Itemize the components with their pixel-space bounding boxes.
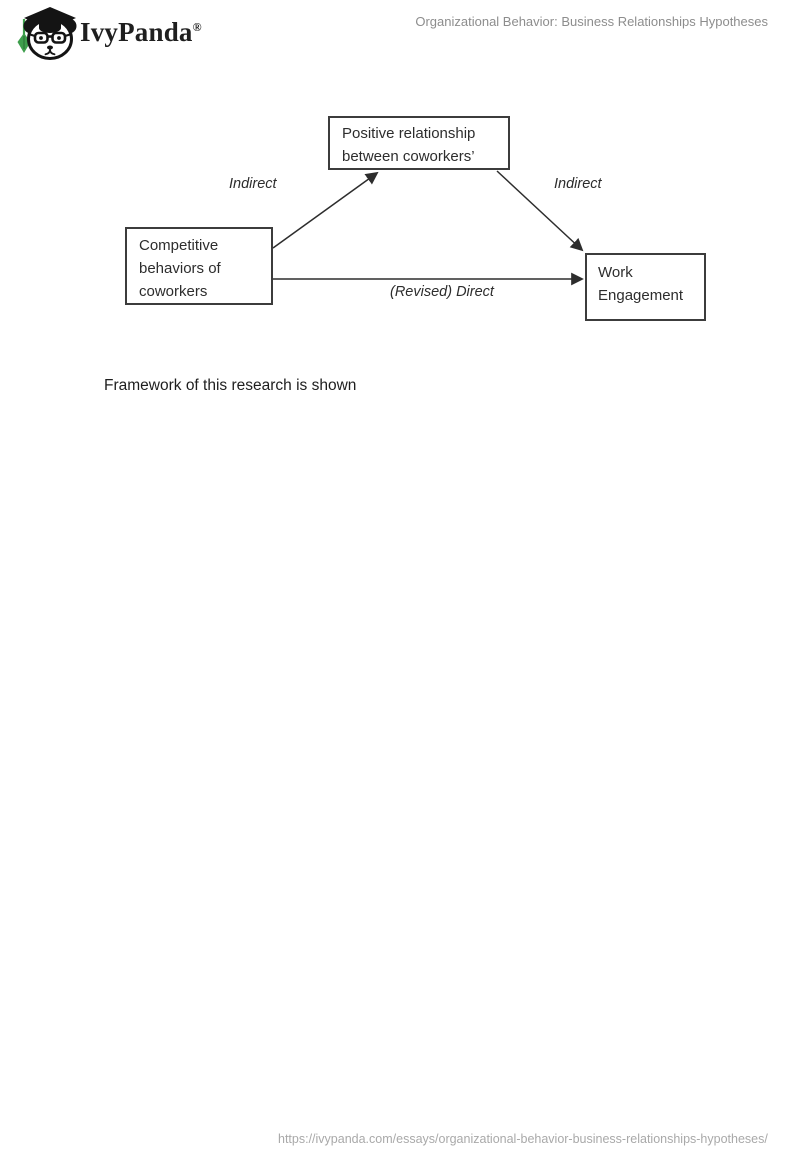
header: IvyPanda® Organizational Behavior: Busin… [0, 0, 800, 64]
antecedent-box: Competitive behaviors of coworkers [125, 227, 273, 305]
indirect-arrow-left [272, 171, 379, 249]
indirect-arrow-right [496, 170, 584, 252]
figure-caption: Framework of this research is shown [104, 377, 357, 394]
indirect-label-left: Indirect [229, 176, 277, 192]
revised-direct-label: (Revised) Direct [390, 284, 494, 300]
mediator-box: Positive relationship between coworkers’ [328, 116, 510, 170]
footer-source-url[interactable]: https://ivypanda.com/essays/organization… [278, 1132, 768, 1146]
brand-text: IvyPanda [80, 17, 193, 47]
document-title: Organizational Behavior: Business Relati… [415, 14, 768, 29]
framework-diagram: Positive relationship between coworkers’… [0, 100, 800, 350]
diagram-arrows [272, 170, 584, 286]
brand-name[interactable]: IvyPanda® [80, 17, 202, 48]
outcome-box: Work Engagement [585, 253, 706, 321]
ivypanda-logo[interactable] [13, 3, 77, 61]
indirect-label-right: Indirect [554, 176, 602, 192]
registered-mark: ® [192, 20, 202, 34]
panda-graduate-icon [17, 7, 77, 60]
